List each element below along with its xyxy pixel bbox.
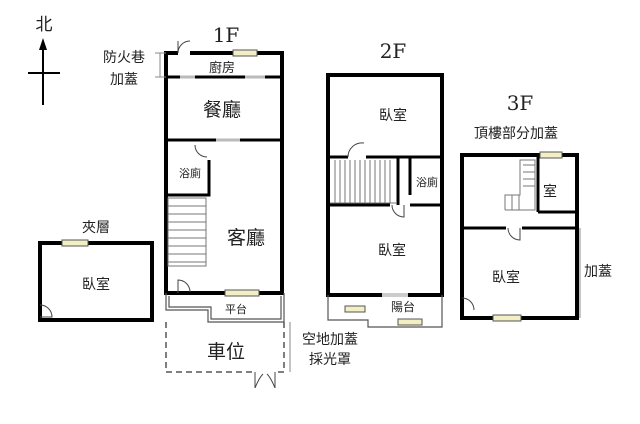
- dining-label: 餐廳: [203, 99, 241, 121]
- living-room-label: 客廳: [227, 227, 265, 249]
- fire-lane-label: 防火巷: [103, 50, 145, 66]
- addition-label: 加蓋: [584, 264, 612, 280]
- stairs-icon: [330, 160, 396, 204]
- bedroom-label: 臥室: [378, 242, 406, 259]
- window-icon: [397, 318, 423, 326]
- bath-label: 浴廁: [416, 175, 438, 189]
- door-icon: [254, 372, 276, 389]
- window-icon: [344, 305, 366, 313]
- floor-3-plan: 3F 頂樓部分加蓋 室 臥室 加蓋: [460, 91, 612, 322]
- window-icon: [492, 314, 522, 322]
- door-icon: [507, 227, 521, 241]
- door-icon: [177, 40, 191, 54]
- window-icon: [61, 239, 89, 247]
- stairs-icon: [504, 159, 536, 211]
- balcony-label: 陽台: [391, 299, 415, 314]
- skylight-label: 採光罩: [309, 352, 351, 368]
- rooftop-addition-label: 頂樓部分加蓋: [474, 126, 558, 142]
- door-icon: [391, 204, 405, 218]
- window-icon: [224, 289, 260, 297]
- bedroom-label: 臥室: [82, 276, 110, 293]
- floor-2-plan: 2F 臥室 浴廁 臥室 陽台: [326, 39, 444, 328]
- parking-label: 車位: [207, 341, 245, 363]
- stairs-icon: [167, 197, 207, 267]
- floor-2-title: 2F: [380, 39, 407, 63]
- platform-label: 平台: [225, 302, 247, 316]
- room-label: 室: [543, 183, 557, 200]
- window-icon: [539, 151, 563, 159]
- floor-1-title: 1F: [213, 23, 240, 47]
- north-label: 北: [36, 15, 53, 35]
- bath-label: 浴廁: [179, 166, 201, 180]
- north-arrow-icon: [28, 38, 60, 105]
- bedroom-label: 臥室: [379, 107, 407, 124]
- mezzanine-plan: 夾層 臥室: [38, 220, 154, 322]
- kitchen-label: 廚房: [209, 60, 235, 76]
- window-icon: [232, 49, 258, 57]
- fire-lane-addition-label: 加蓋: [110, 72, 138, 88]
- door-icon: [39, 304, 53, 318]
- door-icon: [177, 279, 191, 293]
- mezzanine-title: 夾層: [82, 220, 110, 236]
- door-icon: [461, 297, 475, 311]
- floor-1-plan: 1F 防火巷 加蓋 廚房: [103, 23, 358, 389]
- floor-3-title: 3F: [507, 91, 534, 115]
- open-area-label: 空地加蓋: [302, 332, 358, 348]
- bedroom-label: 臥室: [492, 269, 520, 286]
